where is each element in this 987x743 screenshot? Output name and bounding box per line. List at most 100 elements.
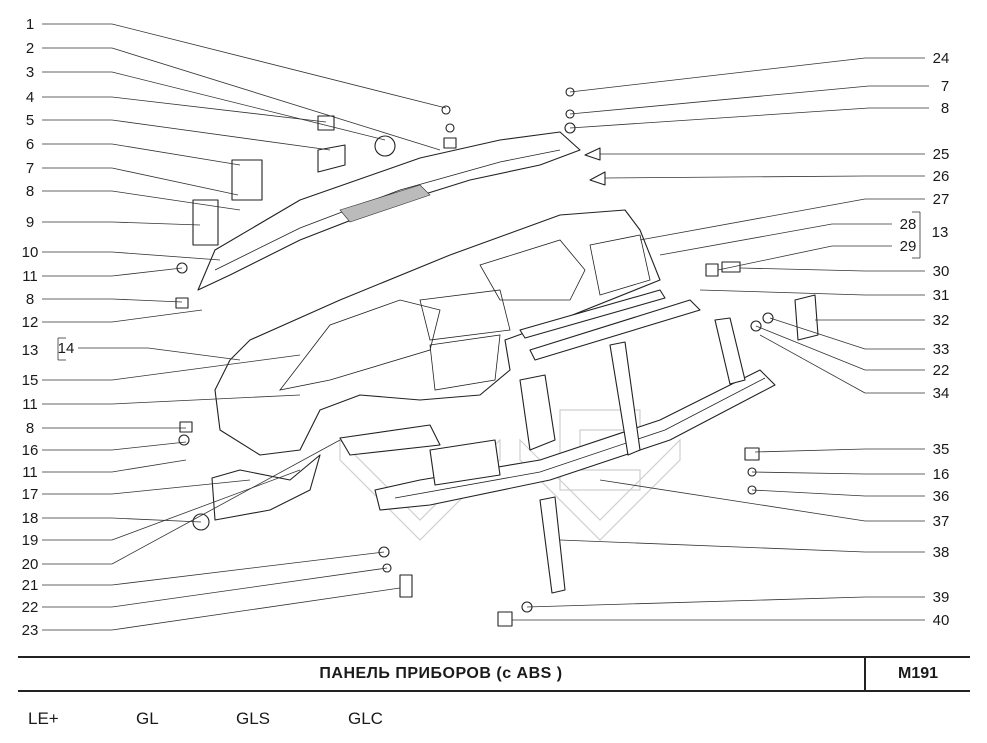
callout-label: 32 [933,312,950,329]
callout-left-5: 5 [26,112,331,151]
callout-right-31: 31 [699,287,949,304]
callout-left-8: 8 [26,291,183,308]
callout-left-17: 17 [22,479,251,503]
leader-line [739,267,866,272]
callout-label: 12 [22,314,39,331]
callout-right-34: 34 [759,334,950,402]
leader-line [111,267,183,277]
trim-le-plus: LE+ [28,709,59,728]
callout-left-11: 11 [22,267,183,285]
leader-line [759,334,866,394]
callout-label: 34 [933,385,950,402]
callout-left-12: 12 [22,309,203,331]
leader-line [526,596,866,608]
callout-label: 13 [932,224,949,241]
leader-line [569,107,870,129]
trim-levels: LE+ GL GLS GLC [0,704,987,734]
callout-label: 1 [26,16,34,33]
callout-right-32: 32 [815,312,949,329]
callout-label: 35 [933,441,950,458]
title-block: ПАНЕЛЬ ПРИБОРОВ (с ABS ) М191 [18,656,970,692]
callout-left-22: 22 [22,567,388,616]
trim-gls: GLS [236,709,271,728]
callout-right-27: 27 [639,191,950,241]
callout-left-7: 7 [26,160,239,196]
callout-label: 22 [22,599,39,616]
callout-right-26: 26 [604,168,949,185]
callout-left-19: 19 [22,469,301,549]
callout-label: 17 [22,486,39,503]
lower-panels [211,135,701,521]
callout-right-39: 39 [526,589,949,608]
diagram-title: ПАНЕЛЬ ПРИБОРОВ (с ABS ) [319,665,563,682]
callout-left-3: 3 [26,64,386,141]
leader-line [751,471,866,475]
callout-label: 9 [26,214,34,231]
callout-right-22: 22 [755,325,949,379]
callout-label: 27 [933,191,950,208]
title-separator [864,658,866,690]
callout-right-30: 30 [739,263,949,280]
callout-label: 4 [26,89,34,106]
callout-right-33: 33 [769,317,949,358]
group-bracket-13-14 [57,337,66,361]
callout-left-9: 9 [26,214,201,231]
callout-left-15: 15 [22,354,301,389]
callout-label: 3 [26,64,34,81]
leader-line [111,190,241,211]
callout-left-2: 2 [26,40,441,151]
callout-left-6: 6 [26,136,241,166]
leader-line [559,539,866,553]
callout-label: 37 [933,513,950,530]
leader-line [111,394,301,405]
callout-label: 5 [26,112,34,129]
callout-left-1: 1 [26,16,447,109]
callout-label: 10 [22,244,39,261]
callout-label: 25 [933,146,950,163]
callout-label: 19 [22,532,39,549]
leader-line [111,469,301,541]
leader-line [769,317,866,350]
callout-label: 7 [26,160,34,177]
callout-left-23: 23 [22,587,401,639]
callout-left-16: 16 [22,441,187,459]
callout-right-37: 37 [599,479,950,530]
leader-line [639,198,866,241]
callout-right-24: 24 [569,50,949,93]
callout-label: 8 [26,291,34,308]
leader-line [659,223,833,256]
callout-label: 6 [26,136,34,153]
callout-right-13: 13 [932,224,949,241]
dash-main-body [214,209,661,456]
trim-gl: GL [136,709,159,728]
leader-line [147,347,241,361]
leader-line [111,298,183,303]
callout-right-7: 7 [569,78,949,115]
leader-line [699,289,866,296]
leader-line [111,47,441,151]
callout-right-16: 16 [751,466,949,483]
leader-line [111,167,239,196]
callout-label: 15 [22,372,39,389]
callout-label: 11 [22,396,38,413]
callout-label: 16 [22,442,39,459]
callout-label: 21 [22,577,39,594]
leader-line [111,143,241,166]
leader-line [569,57,866,93]
leader-line [111,439,341,565]
leader-line [111,221,201,226]
callout-label: 14 [58,340,75,357]
callout-label: 8 [26,420,34,437]
leader-line [755,325,866,371]
leader-line [754,448,866,453]
callout-label: 8 [941,100,949,117]
leader-line [111,251,221,261]
callout-left-14: 14 [58,340,241,361]
leader-line [111,71,386,141]
cross-car-beam [374,294,819,594]
leader-line [111,441,187,451]
leader-line [111,459,187,473]
